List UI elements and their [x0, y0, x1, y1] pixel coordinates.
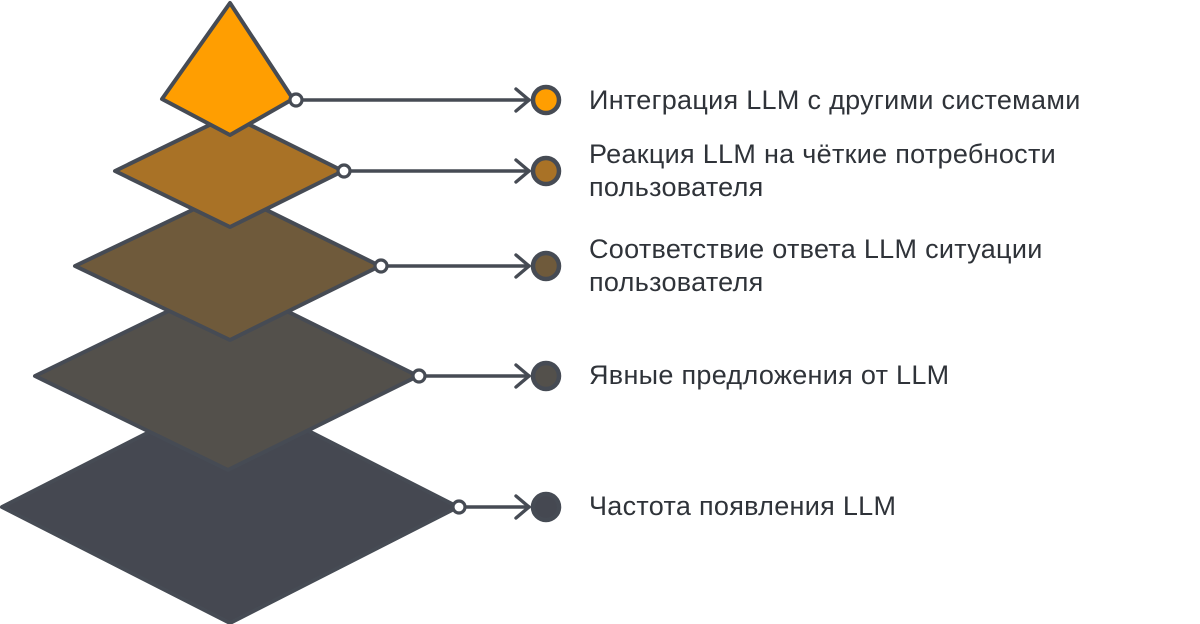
layer-label-4: Явные предложения от LLM	[589, 360, 950, 390]
legend-dot-2	[530, 155, 562, 187]
layer-label-5: Частота появления LLM	[589, 491, 897, 521]
layer-label-1: Интеграция LLM с другими системами	[589, 85, 1081, 115]
legend-dot-3	[530, 250, 562, 282]
layer-label-3: Соответствие ответа LLM ситуации пользов…	[589, 234, 1043, 297]
arrow-right-icon	[514, 363, 532, 389]
legend-dot-4	[530, 360, 562, 392]
connector-start-circle	[288, 92, 304, 108]
connector-row-1	[288, 84, 562, 116]
pyramid-layer-2	[113, 113, 345, 229]
legend-dot-1	[530, 84, 562, 116]
arrow-right-icon	[514, 253, 532, 279]
connector-start-circle	[373, 258, 389, 274]
pyramid-layer-5	[0, 389, 460, 624]
connector-row-2	[336, 155, 562, 187]
connector-row-5	[451, 491, 562, 523]
pyramid-layer-3	[73, 190, 382, 342]
arrow-right-icon	[514, 494, 532, 520]
connector-start-circle	[336, 163, 352, 179]
pyramid-layer-4	[33, 280, 420, 472]
legend-dot-5	[530, 491, 562, 523]
connector-row-3	[373, 250, 562, 282]
arrow-right-icon	[514, 158, 532, 184]
pyramid-layer-1	[160, 1, 295, 137]
connector-start-circle	[451, 499, 467, 515]
arrow-right-icon	[514, 87, 532, 113]
connector-start-circle	[411, 368, 427, 384]
layer-label-2: Реакция LLM на чёткие потребности пользо…	[589, 139, 1057, 202]
connector-row-4	[411, 360, 562, 392]
